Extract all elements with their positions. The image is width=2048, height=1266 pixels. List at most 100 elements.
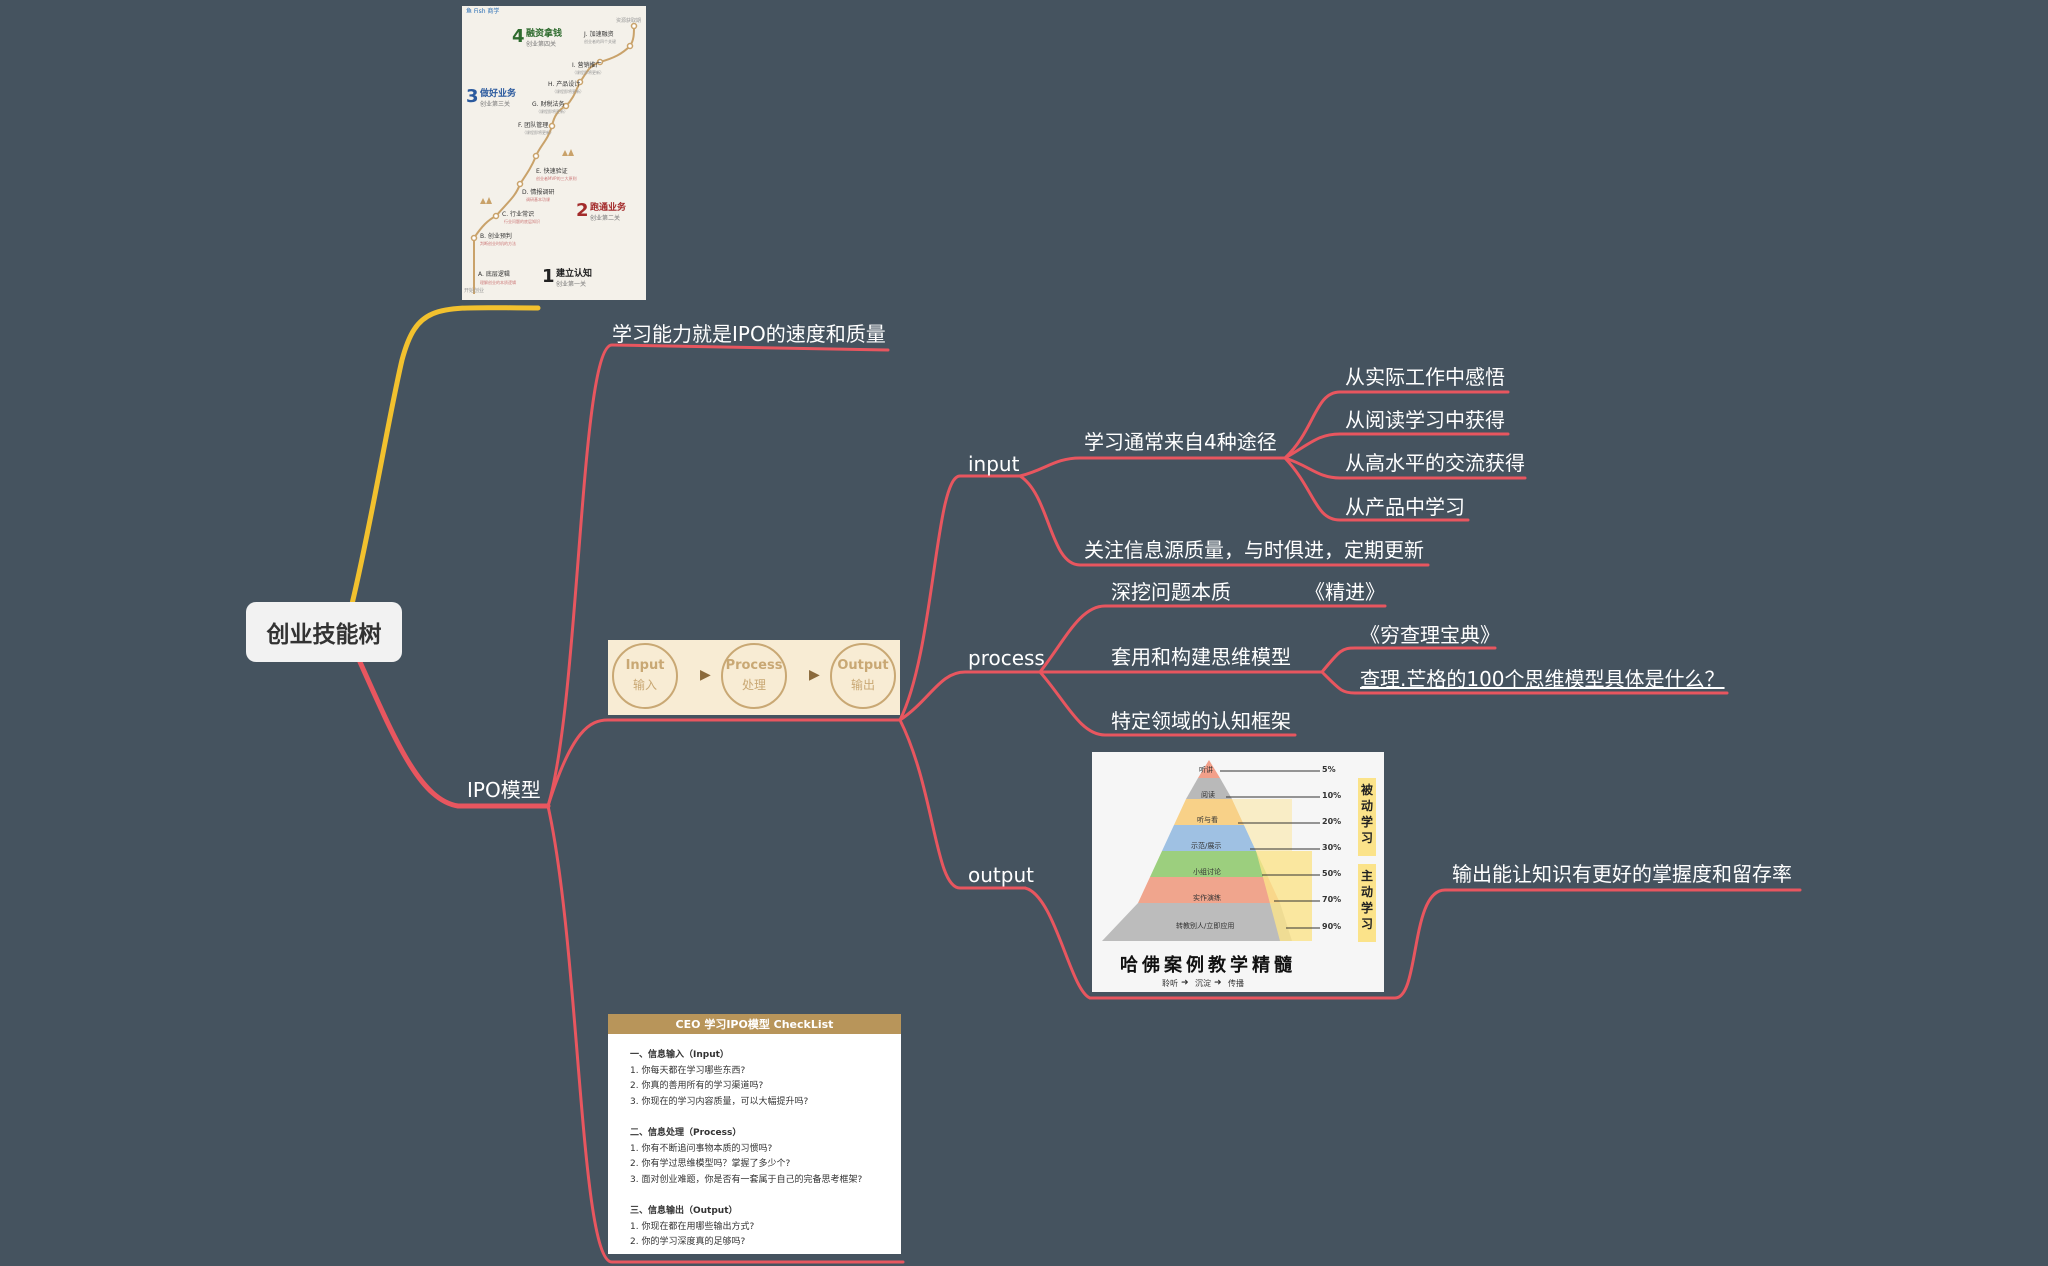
topic-ipo-model[interactable]: IPO模型 xyxy=(467,778,541,802)
pyramid-level-2-label: 阅读 xyxy=(1201,791,1215,799)
topic-output-retention[interactable]: 输出能让知识有更好的掌握度和留存率 xyxy=(1452,862,1792,886)
connector-ipo-speed xyxy=(546,343,890,808)
ipo-process-en: Process xyxy=(725,658,783,673)
topic-way-reading[interactable]: 从阅读学习中获得 xyxy=(1345,408,1505,432)
learning-pyramid-image[interactable]: 听讲 阅读 听与看 示范/展示 小组讨论 实作演练 转教别人/立即应用 5% 1… xyxy=(1092,752,1384,992)
connector-input-fourways xyxy=(1018,456,1287,478)
ipo-output-circle xyxy=(830,643,896,709)
pyramid-active-label: 主动学习 xyxy=(1360,869,1373,931)
stage3-title: 做好业务 xyxy=(480,89,517,99)
checklist-line-10 xyxy=(630,1188,862,1204)
stage2-title: 跑通业务 xyxy=(590,203,627,213)
roadmap-end-label: 资源获取期 xyxy=(616,18,642,24)
topic-book-poor-charlie[interactable]: 《穷查理宝典》 xyxy=(1360,623,1500,647)
roadmap-start-label: 开始创业 xyxy=(464,288,485,294)
pyramid-level-6-pct: 70% xyxy=(1322,895,1342,904)
roadmap-step-g-sub: （课程即将更新） xyxy=(536,109,568,114)
ipo-input-en: Input xyxy=(625,658,665,673)
stage1-title: 建立认知 xyxy=(556,269,593,279)
topic-source-quality[interactable]: 关注信息源质量，与时俱进，定期更新 xyxy=(1084,538,1424,562)
pyramid-passive-label: 被动学习 xyxy=(1360,783,1373,845)
topic-learning-speed[interactable]: 学习能力就是IPO的速度和质量 xyxy=(612,322,886,346)
checklist-line-5 xyxy=(630,1110,862,1126)
startup-roadmap-image[interactable]: 鱼 Fish 商学 资源获取期 开始创业 4 融资拿钱 创业第四关 3 做好业务… xyxy=(462,6,646,300)
pyramid-level-1-pct: 5% xyxy=(1322,765,1336,774)
ipo-input-circle xyxy=(612,643,678,709)
pyramid-subtitle-1: 聆听 xyxy=(1162,979,1178,988)
topic-dig-essence[interactable]: 深挖问题本质 xyxy=(1111,580,1231,604)
topic-thinking-models[interactable]: 套用和构建思维模型 xyxy=(1111,645,1291,669)
roadmap-step-h-sub: （课程即将更新） xyxy=(552,89,584,94)
roadmap-logo: 鱼 Fish 商学 xyxy=(466,8,500,15)
topic-way-product[interactable]: 从产品中学习 xyxy=(1345,495,1465,519)
roadmap-path-graphic xyxy=(470,22,638,294)
pyramid-subtitle-3: 传播 xyxy=(1228,979,1244,988)
topic-output[interactable]: output xyxy=(968,863,1034,887)
pyramid-level-7-label: 转教别人/立即应用 xyxy=(1176,922,1235,930)
ipo-output-en: Output xyxy=(837,658,889,673)
roadmap-step-b-sub: 判断创业时机的方法 xyxy=(480,241,516,246)
checklist-title: CEO 学习IPO模型 CheckList xyxy=(608,1014,901,1034)
roadmap-step-e-sub: 创业者MVP的三大原则 xyxy=(536,176,577,181)
roadmap-step-h: H. 产品设计 xyxy=(548,81,581,88)
connector-pyramid-retention xyxy=(1088,888,1802,1000)
connector-root-roadmap xyxy=(349,305,541,607)
topic-four-ways[interactable]: 学习通常来自4种途径 xyxy=(1084,430,1277,454)
root-topic[interactable]: 创业技能树 xyxy=(246,602,402,662)
connector-ipo-checklist xyxy=(546,804,905,1264)
connector-ipo-ipoimage xyxy=(546,718,902,808)
connector-output-pyramid xyxy=(1023,886,1092,1000)
stage3-sub: 创业第三关 xyxy=(480,101,511,108)
roadmap-step-j-sub: 创业者的四个关键 xyxy=(584,39,616,44)
pyramid-level-4-pct: 30% xyxy=(1322,843,1342,852)
stage2-sub: 创业第二关 xyxy=(590,215,621,222)
roadmap-step-f-sub: （课程即将更新） xyxy=(522,130,554,135)
checklist-line-1: 一、信息输入（Input） xyxy=(630,1050,729,1060)
topic-domain-framework[interactable]: 特定领域的认知框架 xyxy=(1111,709,1291,733)
checklist-line-4: 3. 你现在的学习内容质量，可以大幅提升吗? xyxy=(630,1096,809,1107)
topic-book-jingjin[interactable]: 《精进》 xyxy=(1305,580,1385,604)
topic-way-work[interactable]: 从实际工作中感悟 xyxy=(1345,365,1505,389)
pyramid-level-5-pct: 50% xyxy=(1322,869,1342,878)
roadmap-step-b: B. 创业预判 xyxy=(480,233,512,240)
topic-process[interactable]: process xyxy=(968,646,1045,670)
roadmap-step-d-sub: 调研基本功课 xyxy=(526,197,550,202)
pyramid-level-4-label: 示范/展示 xyxy=(1191,842,1222,850)
stage4-title: 融资拿钱 xyxy=(526,29,563,39)
stage1-number: 1 xyxy=(542,266,555,287)
roadmap-step-i-sub: （课程即将更新） xyxy=(572,70,604,75)
connector-input-quality xyxy=(1018,474,1430,567)
ipo-arrow-2-icon: ▶ xyxy=(809,667,820,683)
ipo-process-circle xyxy=(721,643,787,709)
connector-way3 xyxy=(1283,456,1527,480)
topic-munger-models-link[interactable]: 查理.芒格的100个思维模型具体是什么？ xyxy=(1360,667,1725,691)
connector-ipoimage-process xyxy=(898,670,1042,722)
pyramid-arrow-2-icon: ➜ xyxy=(1214,978,1222,988)
roadmap-step-i: I. 营销推广 xyxy=(572,62,602,69)
topic-way-communication[interactable]: 从高水平的交流获得 xyxy=(1345,451,1525,475)
checklist-line-3: 2. 你真的善用所有的学习渠道吗? xyxy=(630,1081,764,1092)
connector-process-domain xyxy=(1038,670,1297,737)
pyramid-title: 哈佛案例教学精髓 xyxy=(1120,955,1296,976)
roadmap-step-d: D. 情报调研 xyxy=(522,189,555,196)
stage4-sub: 创业第四关 xyxy=(526,41,557,48)
pyramid-level-1-label: 听讲 xyxy=(1199,766,1213,774)
ceo-ipo-checklist-image[interactable]: CEO 学习IPO模型 CheckList 一、信息输入（Input） 1. 你… xyxy=(608,1014,901,1254)
pyramid-level-7-pct: 90% xyxy=(1322,922,1342,931)
ipo-flow-image[interactable]: Input 输入 ▶ Process 处理 ▶ Output 输出 xyxy=(608,640,900,715)
roadmap-step-a: A. 底层逻辑 xyxy=(478,271,510,278)
connector-way4 xyxy=(1283,456,1470,522)
pyramid-level-5-label: 小组讨论 xyxy=(1193,868,1221,876)
pyramid-level-3-pct: 20% xyxy=(1322,817,1342,826)
checklist-line-9: 3. 面对创业难题，你是否有一套属于自己的完备思考框架? xyxy=(630,1174,863,1185)
topic-input[interactable]: input xyxy=(968,452,1020,476)
checklist-line-6: 二、信息处理（Process） xyxy=(630,1127,742,1138)
pyramid-level-6-label: 实作演练 xyxy=(1193,894,1221,902)
connector-process-dig xyxy=(1038,604,1387,674)
connector-way1 xyxy=(1283,390,1510,460)
pyramid-arrow-1-icon: ➜ xyxy=(1181,978,1189,988)
stage2-number: 2 xyxy=(576,200,589,221)
roadmap-step-j: J. 加速融资 xyxy=(584,31,614,38)
pyramid-subtitle-2: 沉淀 xyxy=(1195,979,1211,988)
